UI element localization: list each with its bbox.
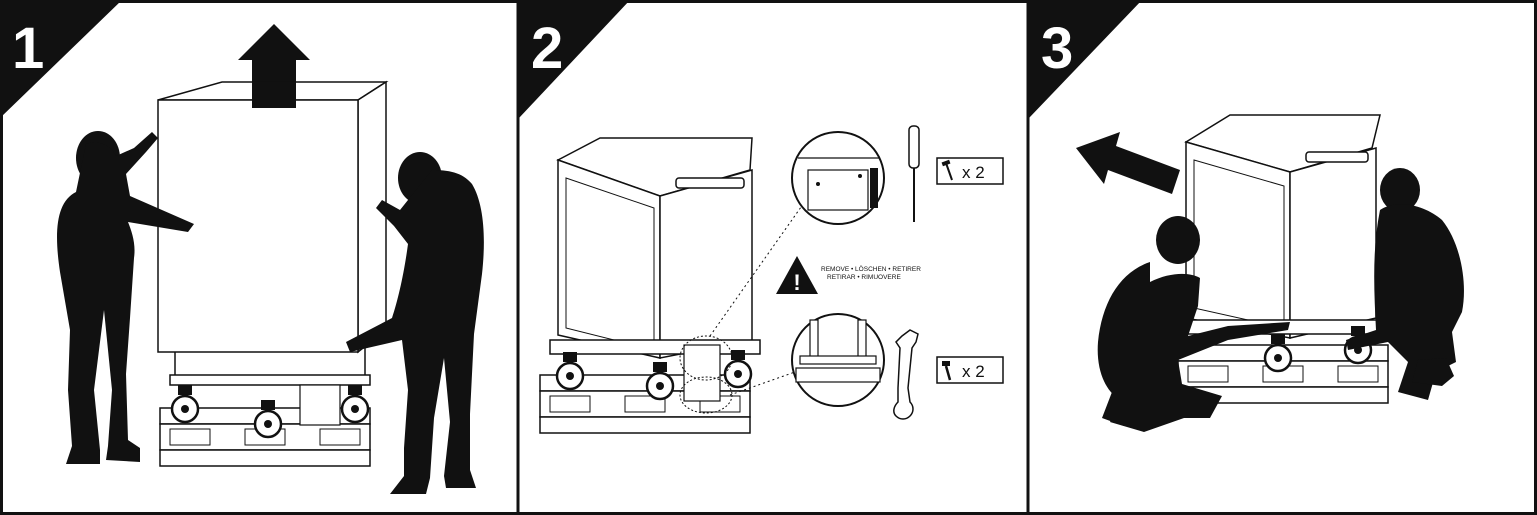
detail-view-screws xyxy=(791,131,885,225)
step-2-number: 2 xyxy=(531,16,563,81)
bolt-icon xyxy=(942,361,952,381)
warning-notice: ! REMOVE • LÖSCHEN • RETIRER RETIRAR • R… xyxy=(776,256,921,295)
step-3-corner xyxy=(1029,0,1142,118)
step-1-corner xyxy=(0,0,122,118)
step-1-panel: 1 xyxy=(0,0,484,494)
svg-text:!: ! xyxy=(793,270,800,295)
bracket xyxy=(683,344,721,402)
screw-quantity-box: x 2 xyxy=(936,157,1004,185)
step-2-panel: 2 xyxy=(519,0,1004,434)
cabinet-handle xyxy=(675,177,745,189)
screw-icon xyxy=(941,159,953,181)
screwdriver-icon xyxy=(908,125,920,222)
person-silhouette-left xyxy=(57,131,194,464)
warning-text-line-2: RETIRAR • RIMUOVERE xyxy=(827,274,901,281)
cabinet xyxy=(549,137,761,414)
wrench-icon xyxy=(893,329,919,420)
warning-icon xyxy=(776,256,818,294)
person-silhouette-right xyxy=(346,152,484,494)
screw-quantity: x 2 xyxy=(962,163,985,182)
bolt-quantity: x 2 xyxy=(962,362,985,381)
cardboard-box xyxy=(157,80,389,354)
cabinet-handle xyxy=(1305,151,1369,163)
step-3-panel: 3 xyxy=(1029,0,1464,432)
step-2-corner xyxy=(519,0,630,118)
warning-text-line-1: REMOVE • LÖSCHEN • RETIRER xyxy=(821,265,921,273)
person-crouching-left xyxy=(1097,216,1290,432)
step-3-number: 3 xyxy=(1041,16,1073,81)
step-1-number: 1 xyxy=(12,16,44,81)
move-direction-arrow-icon xyxy=(1076,132,1180,194)
detail-view-bolts xyxy=(791,313,885,407)
person-crouching-right xyxy=(1346,168,1464,400)
bolt-quantity-box: x 2 xyxy=(936,356,1004,384)
